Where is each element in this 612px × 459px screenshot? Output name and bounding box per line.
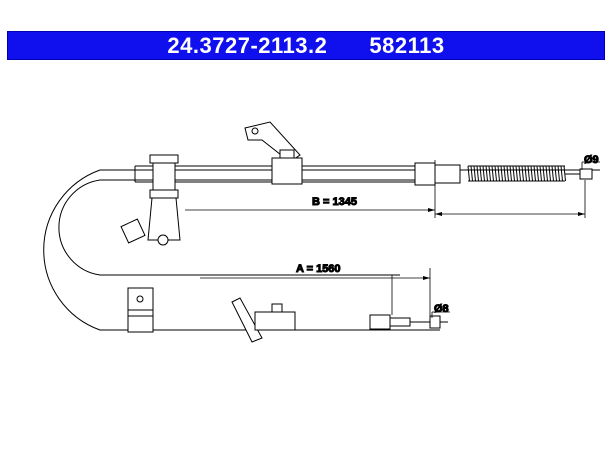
upper-right-bracket: [244, 121, 303, 185]
spring-coil: [551, 165, 554, 182]
spring-coil: [476, 165, 479, 182]
spring-coil: [536, 165, 539, 182]
spring-coil: [548, 165, 551, 182]
spring-coil: [512, 165, 515, 182]
spring-coil: [533, 165, 536, 182]
spring-coil: [557, 165, 560, 182]
spring-coil: [509, 165, 512, 182]
reference-number: 582113: [369, 32, 445, 58]
spring-coil: [506, 165, 509, 182]
diameter-lower-label: Ø8: [434, 303, 449, 315]
spring-coil: [482, 165, 485, 182]
spring-coil: [479, 165, 482, 182]
spring-coil: [473, 165, 476, 182]
spring-coil: [491, 165, 494, 182]
header-bar: 24.3727-2113.2 582113: [7, 31, 605, 60]
spring-coil: [494, 165, 497, 182]
spring-coil: [515, 165, 518, 182]
spring-coil: [485, 165, 488, 182]
dimension-b-label: B = 1345: [312, 196, 357, 208]
lower-left-bracket: [127, 287, 154, 333]
part-number: 24.3727-2113.2: [167, 32, 328, 58]
lower-end-fitting: [369, 314, 448, 330]
cable-inner: [58, 179, 440, 276]
spring-coil: [524, 165, 527, 182]
spring-coil: [500, 165, 503, 182]
spring-coil: [554, 165, 557, 182]
upper-spring: [467, 165, 566, 182]
spring-coil: [530, 165, 533, 182]
spring-coil: [497, 165, 500, 182]
spring-coil: [527, 165, 530, 182]
upper-mount-bracket: [120, 154, 181, 246]
spring-coil: [488, 165, 491, 182]
diameter-upper-label: Ø9: [584, 154, 599, 166]
spring-coil: [518, 165, 521, 182]
spring-coil: [563, 165, 566, 182]
spring-coil: [467, 165, 470, 182]
dimension-a: [200, 268, 431, 316]
spring-coil: [542, 165, 545, 182]
cable-outer: [43, 169, 600, 331]
spring-coil: [539, 165, 542, 182]
upper-end-nipple: [565, 168, 593, 180]
dimension-b: [185, 160, 586, 218]
spring-coil: [560, 165, 563, 182]
spring-coil: [503, 165, 506, 182]
spring-coil: [470, 165, 473, 182]
spring-coil: [521, 165, 524, 182]
lower-middle-bracket: [231, 297, 296, 343]
diameter-leaders: [431, 161, 600, 318]
dimension-a-label: A = 1560: [296, 263, 341, 275]
spring-coil: [545, 165, 548, 182]
upper-end-fitting: [414, 162, 461, 186]
